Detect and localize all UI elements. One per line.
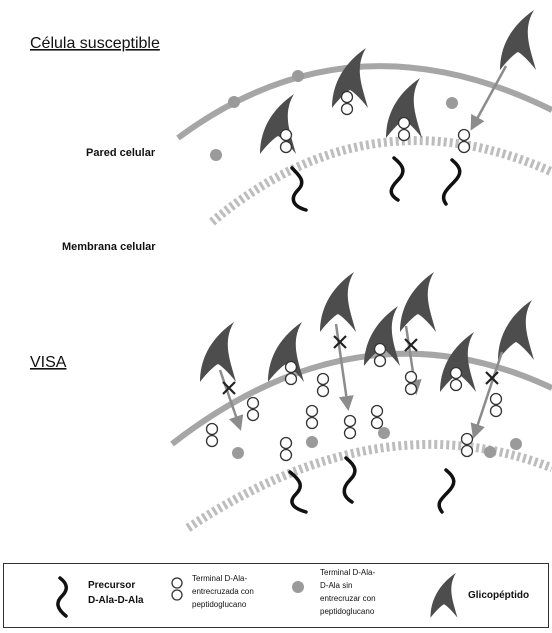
visa-arrows xyxy=(220,324,502,436)
susceptible-title: Célula susceptible xyxy=(30,35,160,52)
visa-glycopeptides xyxy=(200,272,534,392)
crosslinked-terminal-icon xyxy=(207,424,218,447)
noncrosslinked-dot xyxy=(510,438,522,450)
crosslinked-terminal-icon xyxy=(318,374,329,397)
crosslinked-legend-icon xyxy=(170,576,184,602)
legend: Precursor D-Ala-D-Ala Terminal D-Ala- en… xyxy=(3,563,549,628)
glycopeptide-icon xyxy=(320,272,356,332)
blocked-x-icon xyxy=(405,339,417,351)
noncrosslinked-dot xyxy=(232,447,244,459)
glycopeptide-icon xyxy=(498,300,534,360)
crosslinked-terminal-icon xyxy=(399,118,410,141)
noncrosslinked-dot xyxy=(306,436,318,448)
precursor-icon xyxy=(292,168,306,210)
susceptible-dots xyxy=(210,70,458,161)
noncrosslinked-dot xyxy=(210,149,222,161)
noncrosslinked-dot xyxy=(228,96,240,108)
crosslinked-terminal-icon xyxy=(307,406,318,429)
glycopeptide-legend-icon xyxy=(429,572,459,620)
crosslinked-terminal-icon xyxy=(451,368,462,391)
legend-crosslinked-label: Terminal D-Ala- entrecruzada con peptido… xyxy=(192,572,254,611)
precursor-legend-icon xyxy=(54,576,72,618)
cell-membrane-susceptible xyxy=(212,141,552,222)
crosslinked-terminal-icon xyxy=(459,130,470,153)
noncrosslinked-dot xyxy=(292,70,304,82)
susceptible-crosslinked-pairs xyxy=(281,92,470,153)
binding-arrow xyxy=(472,66,506,128)
crosslinked-terminal-icon xyxy=(281,438,292,461)
cell-membrane-label: Membrana celular xyxy=(62,241,156,253)
visa-dots xyxy=(232,427,522,459)
precursor-icon xyxy=(391,158,403,200)
legend-glycopeptide-label: Glicopéptido xyxy=(468,588,529,603)
glycopeptide-icon xyxy=(200,322,236,382)
noncrosslinked-dot xyxy=(484,446,496,458)
cell-wall-label: Pared celular xyxy=(86,147,156,159)
blocked-x-icon xyxy=(223,382,235,394)
crosslinked-terminal-icon xyxy=(372,406,383,429)
visa-title: VISA xyxy=(30,354,67,371)
legend-precursor-label: Precursor D-Ala-D-Ala xyxy=(88,578,144,608)
crosslinked-terminal-icon xyxy=(345,416,356,439)
crosslinked-terminal-icon xyxy=(491,394,502,417)
visa-precursors xyxy=(290,458,454,512)
glycopeptide-icon xyxy=(400,272,436,332)
noncrosslinked-dot xyxy=(378,427,390,439)
susceptible-glycopeptides xyxy=(260,10,536,154)
crosslinked-terminal-icon xyxy=(248,398,259,421)
precursor-icon xyxy=(439,470,454,512)
precursor-icon xyxy=(344,458,355,502)
glycopeptide-icon xyxy=(268,322,304,382)
noncrosslinked-dot xyxy=(446,97,458,109)
glycopeptide-icon xyxy=(500,10,536,70)
crosslinked-terminal-icon xyxy=(342,92,353,115)
precursor-icon xyxy=(290,472,306,512)
precursor-icon xyxy=(444,160,460,204)
susceptible-precursors xyxy=(292,158,460,210)
cell-membrane-visa xyxy=(188,444,552,528)
legend-noncrosslinked-label: Terminal D-Ala- D-Ala sin entrecruzar co… xyxy=(320,566,376,618)
noncrosslinked-legend-icon xyxy=(291,580,305,594)
